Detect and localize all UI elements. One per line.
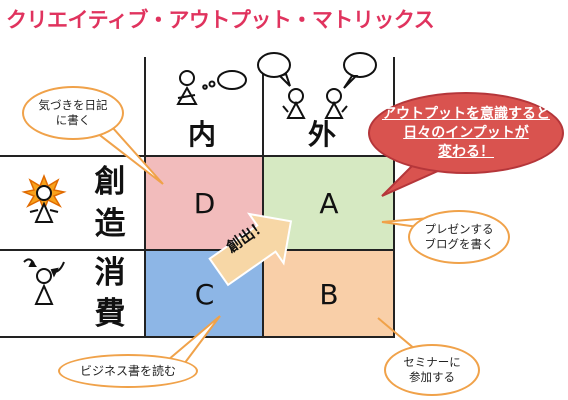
grid-line-horizontal-top bbox=[0, 155, 395, 157]
quadrant-a-label: A bbox=[319, 187, 339, 220]
row-header-create-1: 創 bbox=[94, 164, 126, 200]
grid-line-vertical-right bbox=[393, 57, 395, 337]
two-talking-people-icon bbox=[257, 52, 377, 119]
diary-callout: 気づきを日記 に書く bbox=[22, 86, 124, 140]
seminar-callout: セミナーに 参加する bbox=[384, 344, 480, 396]
creation-arrow bbox=[208, 212, 293, 287]
quadrant-d-label: D bbox=[193, 187, 216, 220]
row-header-create-2: 造 bbox=[94, 206, 126, 242]
column-header-outer: 外 bbox=[307, 118, 336, 151]
thinking-person-icon bbox=[176, 70, 247, 105]
grid-line-vertical-mid bbox=[262, 57, 264, 337]
blog-callout: プレゼンする ブログを書く bbox=[408, 210, 510, 264]
highlight-callout: アウトプットを意識すると 日々のインプットが 変わる！ bbox=[368, 92, 564, 174]
business-callout: ビジネス書を読む bbox=[58, 354, 198, 388]
page-title: クリエイティブ・アウトプット・マトリックス bbox=[6, 8, 435, 32]
business-callout-tail bbox=[165, 315, 221, 366]
grid-line-horizontal-mid bbox=[0, 249, 395, 251]
row-header-consume-1: 消 bbox=[94, 255, 126, 291]
quadrant-b-label: B bbox=[319, 277, 339, 311]
quadrant-b: B bbox=[264, 251, 394, 337]
sun-burst-person-icon bbox=[21, 173, 67, 223]
grid-line-vertical-left bbox=[144, 57, 146, 337]
reading-person-icon bbox=[23, 258, 65, 305]
row-header-consume-2: 費 bbox=[94, 296, 126, 332]
quadrant-c-label: C bbox=[194, 277, 215, 311]
column-header-inner: 内 bbox=[187, 118, 216, 151]
